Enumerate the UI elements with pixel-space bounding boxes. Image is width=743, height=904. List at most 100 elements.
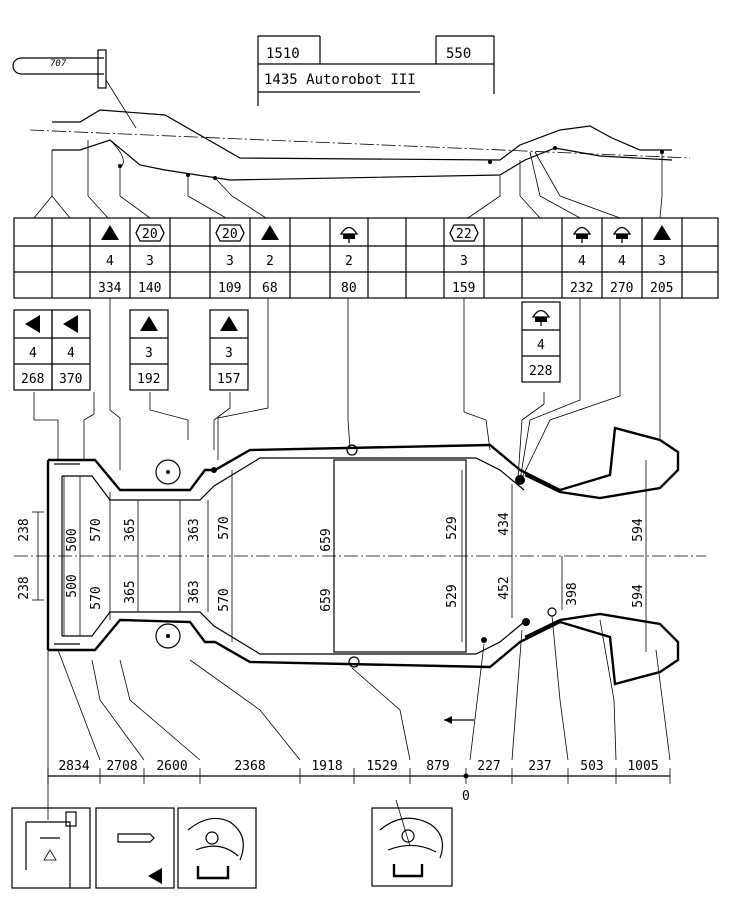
header-box-autorobot: 1435 Autorobot III [264,72,416,88]
sub-box: 4 268 [13,309,53,391]
sub-box: 3 192 [129,309,169,391]
sub-box: 4 228 [521,301,561,383]
table-value: 80 [341,281,357,296]
header-box-550: 550 [446,46,471,62]
dimension-label: 570 [217,588,232,611]
mushroom-icon [612,226,632,243]
triangle-icon [220,316,238,331]
sub-box: 4 370 [51,309,91,391]
header-box-1510: 1510 [266,46,300,62]
dimension-label: 570 [89,586,104,609]
dimension-label: 594 [631,584,646,608]
dimension-label: 452 [497,576,512,599]
table-count: 3 [146,254,154,269]
clamp-tool-icon: 707 [12,49,137,129]
scale-value: 2834 [58,759,89,774]
sub-box-count: 4 [537,338,545,353]
table-value: 68 [262,281,278,296]
sub-box-value: 192 [137,372,160,387]
scale-value: 879 [426,759,449,774]
table-value: 159 [452,281,475,296]
scale-value: 1005 [627,759,658,774]
side-view-leaders [33,140,663,219]
table-value: 334 [98,281,122,296]
scale-value: 237 [528,759,551,774]
scale-value: 227 [477,759,500,774]
scale-leaders [47,615,671,820]
dimension-label: 594 [631,518,646,542]
dimension-label: 570 [217,516,232,539]
mushroom-icon [531,309,551,326]
mushroom-icon [572,226,592,243]
table-value: 109 [218,281,241,296]
sub-box-count: 3 [145,346,153,361]
sub-box-count: 3 [225,346,233,361]
dimension-label: 238 [17,576,32,599]
scale-value: 2708 [106,759,137,774]
dimension-label: 570 [89,518,104,541]
sub-box-count: 4 [67,346,75,361]
table-count: 2 [266,254,274,269]
detail-panel-1 [11,807,91,889]
sub-box-count: 4 [29,346,37,361]
table-count: 2 [345,254,353,269]
scale-zero: 0 [462,789,470,804]
dimension-label: 529 [445,584,460,607]
table-count: 4 [618,254,626,269]
detail-panel-4 [371,799,453,887]
triangle-icon [101,225,119,240]
plan-leaders [33,298,661,483]
scale-value: 1918 [311,759,342,774]
header-boxes: 1510 550 1435 Autorobot III [257,35,495,106]
table-value: 140 [138,281,161,296]
side-view-frame [29,109,691,181]
dimension-label: 365 [123,518,138,541]
scale-value: 503 [580,759,603,774]
sub-boxes: 4 268 4 370 3 192 3 157 4 228 [13,301,561,391]
triangle-icon [140,316,158,331]
table-value: 205 [650,281,673,296]
triangle-icon [653,225,671,240]
triangle-left-icon [63,315,78,333]
sub-box-value: 157 [217,372,240,387]
hex22-icon: 22 [449,224,479,242]
dimension-label: 500 [65,574,80,597]
dimension-label: 363 [187,518,202,541]
plan-dimensions [32,460,647,652]
dimension-label: 434 [497,512,512,536]
table-count: 4 [106,254,114,269]
sub-box-value: 228 [529,364,552,379]
dimension-label: 659 [319,588,334,611]
table-count: 3 [460,254,468,269]
mushroom-icon [339,226,359,243]
table-count: 3 [658,254,666,269]
dimension-scale: 2834 2708 2600 2368 1918 1529 879 227 237 503 1005… [47,759,671,804]
icon-badge-label: 20 [222,227,238,242]
sub-box-value: 268 [21,372,44,387]
dimension-label: 659 [319,528,334,551]
hex20-icon: 20 [215,224,245,242]
table-value: 270 [610,281,633,296]
icon-badge-label: 22 [456,227,472,242]
table-value: 232 [570,281,593,296]
dimension-label: 398 [565,582,580,605]
scale-value: 2600 [156,759,187,774]
triangle-icon [261,225,279,240]
dimension-label: 529 [445,516,460,539]
scale-value: 1529 [366,759,397,774]
dimension-label: 238 [17,518,32,541]
sub-box-value: 370 [59,372,82,387]
dimension-label: 365 [123,580,138,603]
detail-panel-2 [95,807,175,889]
detail-panel-3 [177,807,257,889]
sub-box: 3 157 [209,309,249,391]
plan-view-frame [14,426,706,724]
hex20-icon: 20 [135,224,165,242]
tool-label-707: 707 [50,59,67,69]
table-count: 3 [226,254,234,269]
dimension-label: 500 [65,528,80,551]
table-count: 4 [578,254,586,269]
icon-badge-label: 20 [142,227,158,242]
scale-value: 2368 [234,759,265,774]
